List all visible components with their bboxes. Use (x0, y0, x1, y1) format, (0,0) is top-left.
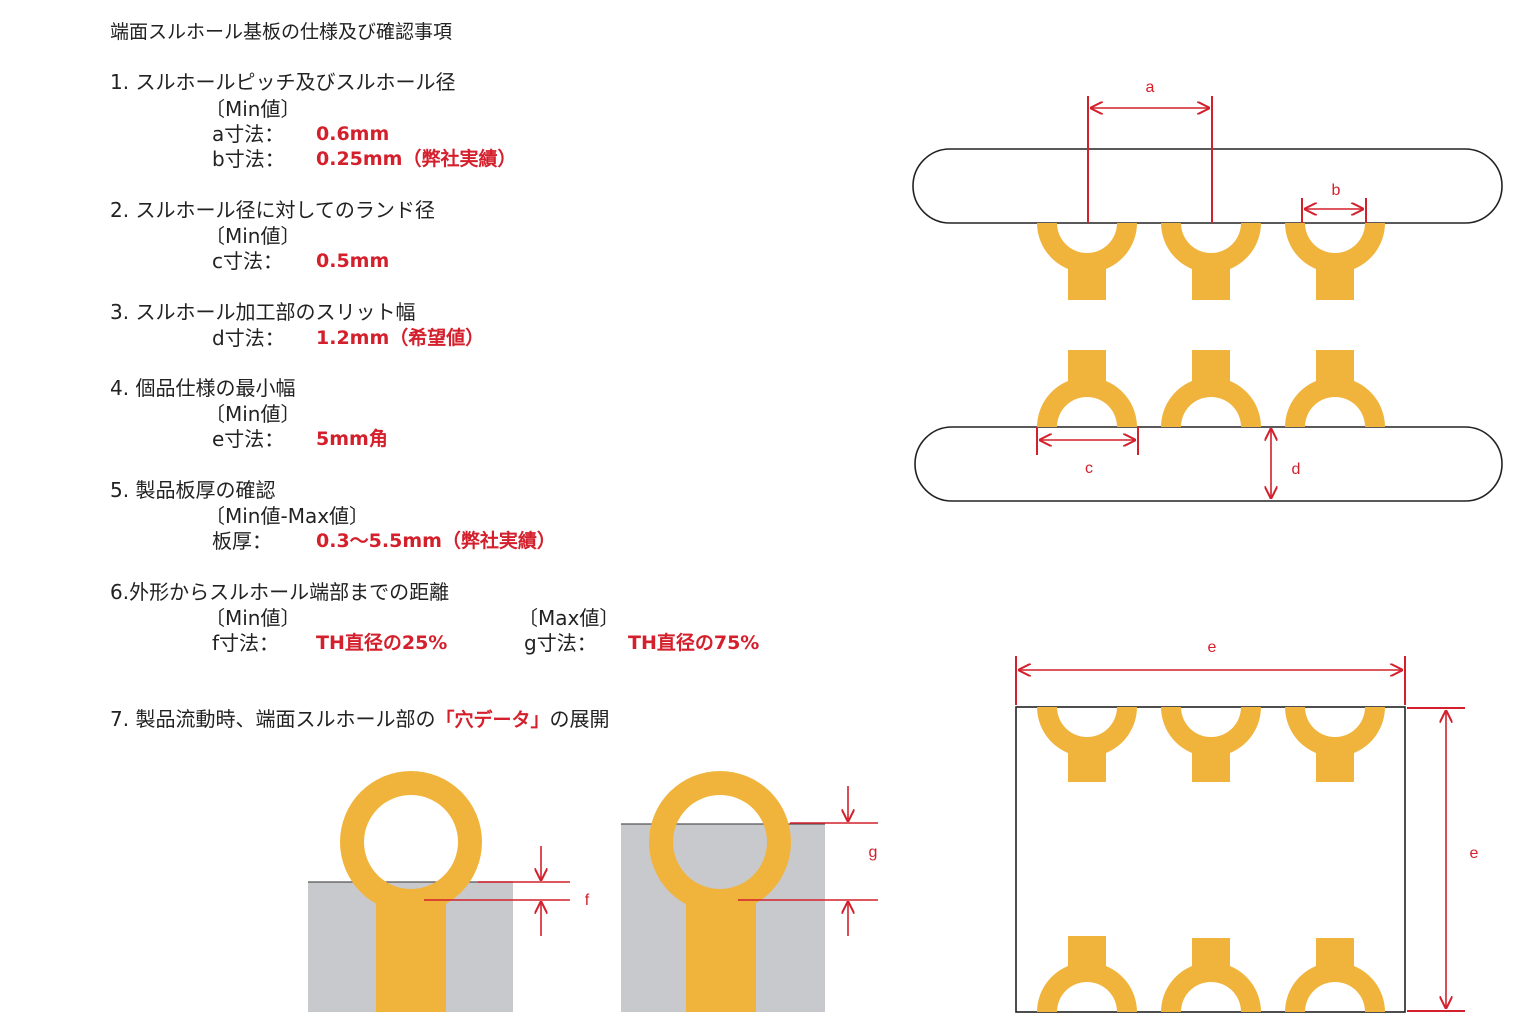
section-5-value-thickness: 0.3〜5.5mm（弊社実績） (316, 530, 556, 552)
upper-pads (1037, 223, 1385, 300)
section-3-label-d: d寸法： (212, 326, 285, 350)
square-top-pad-3 (1285, 707, 1385, 782)
section-5-sub: 〔Min値-Max値〕 (205, 504, 370, 528)
square-bottom-pad-1 (1037, 936, 1137, 1012)
section-2-sub: 〔Min値〕 (205, 224, 301, 248)
section-7-heading-em: 「穴データ」 (435, 709, 550, 731)
section-5-heading: 5. 製品板厚の確認 (110, 478, 276, 502)
section-2-heading: 2. スルホール径に対してのランド径 (110, 198, 435, 222)
dim-d-label: d (1292, 461, 1301, 478)
upper-pad-3 (1285, 223, 1385, 300)
section-6-label-f: f寸法： (212, 631, 280, 655)
upper-slot-outline (912, 148, 1503, 224)
pad-f-stem (376, 880, 446, 1012)
section-4-value-e: 5mm角 (316, 428, 388, 450)
dim-e-top-label: e (1208, 639, 1217, 656)
lower-pad-3 (1285, 350, 1385, 427)
section-6-value-f: TH直径の25% (316, 632, 448, 654)
upper-pad-2 (1161, 223, 1261, 300)
upper-slot-diagram: a b (912, 79, 1503, 300)
dim-f-label: f (585, 892, 590, 909)
pad-g (649, 771, 791, 1012)
section-1-sub: 〔Min値〕 (205, 97, 301, 121)
section-5-label-thickness: 板厚： (212, 529, 272, 553)
square-bottom-pads (1037, 936, 1385, 1012)
section-6-sub-min: 〔Min値〕 (205, 606, 301, 630)
section-3-value-d: 1.2mm（希望値） (316, 327, 485, 349)
section-1-value-b: 0.25mm（弊社実績） (316, 148, 517, 170)
product-outline (1015, 706, 1406, 1013)
section-7-heading-post: の展開 (549, 707, 610, 731)
square-top-pad-1 (1037, 707, 1137, 782)
document-title: 端面スルホール基板の仕様及び確認事項 (110, 21, 453, 43)
section-4-sub: 〔Min値〕 (205, 402, 301, 426)
section-6-sub-max: 〔Max値〕 (518, 606, 620, 630)
square-bottom-pad-2 (1161, 938, 1261, 1012)
section-2-label-c: c寸法： (212, 249, 283, 273)
upper-pad-1 (1037, 223, 1137, 300)
lower-slot-outline (914, 426, 1503, 502)
section-3-heading: 3. スルホール加工部のスリット幅 (110, 300, 416, 324)
lower-pad-2 (1161, 350, 1261, 427)
pad-f-ring (340, 771, 482, 913)
dim-b-label: b (1332, 182, 1341, 199)
section-4-heading: 4. 個品仕様の最小幅 (110, 376, 296, 400)
section-6-label-g: g寸法： (524, 631, 597, 655)
section-1-label-a: a寸法： (212, 122, 285, 146)
dim-g-label: g (869, 844, 878, 861)
square-top-pad-2 (1161, 707, 1261, 782)
section-2-value-c: 0.5mm (316, 250, 390, 272)
section-1-value-a: 0.6mm (316, 123, 390, 145)
pad-f (340, 771, 482, 1012)
pad-g-stem (686, 880, 756, 1012)
lower-pad-1 (1037, 350, 1137, 427)
section-1-heading: 1. スルホールピッチ及びスルホール径 (110, 70, 456, 94)
section-1-label-b: b寸法： (212, 147, 285, 171)
dim-e-side-label: e (1470, 845, 1479, 862)
hole-data-diagram-f: f (308, 771, 590, 1012)
hole-data-diagram-g: g (621, 771, 878, 1012)
lower-pads (1037, 350, 1385, 427)
dim-a-label: a (1146, 79, 1155, 96)
section-7-heading: 7. 製品流動時、端面スルホール部の「穴データ」の展開 (110, 707, 609, 732)
section-4-label-e: e寸法： (212, 427, 285, 451)
pad-g-ring (649, 771, 791, 913)
square-top-pads (1037, 707, 1385, 782)
section-6-value-g: TH直径の75% (628, 632, 760, 654)
square-bottom-pad-3 (1285, 938, 1385, 1012)
product-square-diagram: e e (1015, 639, 1479, 1013)
section-6-heading: 6.外形からスルホール端部までの距離 (110, 580, 450, 604)
dim-c-label: c (1085, 460, 1093, 477)
section-7-heading-pre: 7. 製品流動時、端面スルホール部の (110, 707, 436, 731)
lower-slot-diagram: c d (914, 350, 1503, 502)
